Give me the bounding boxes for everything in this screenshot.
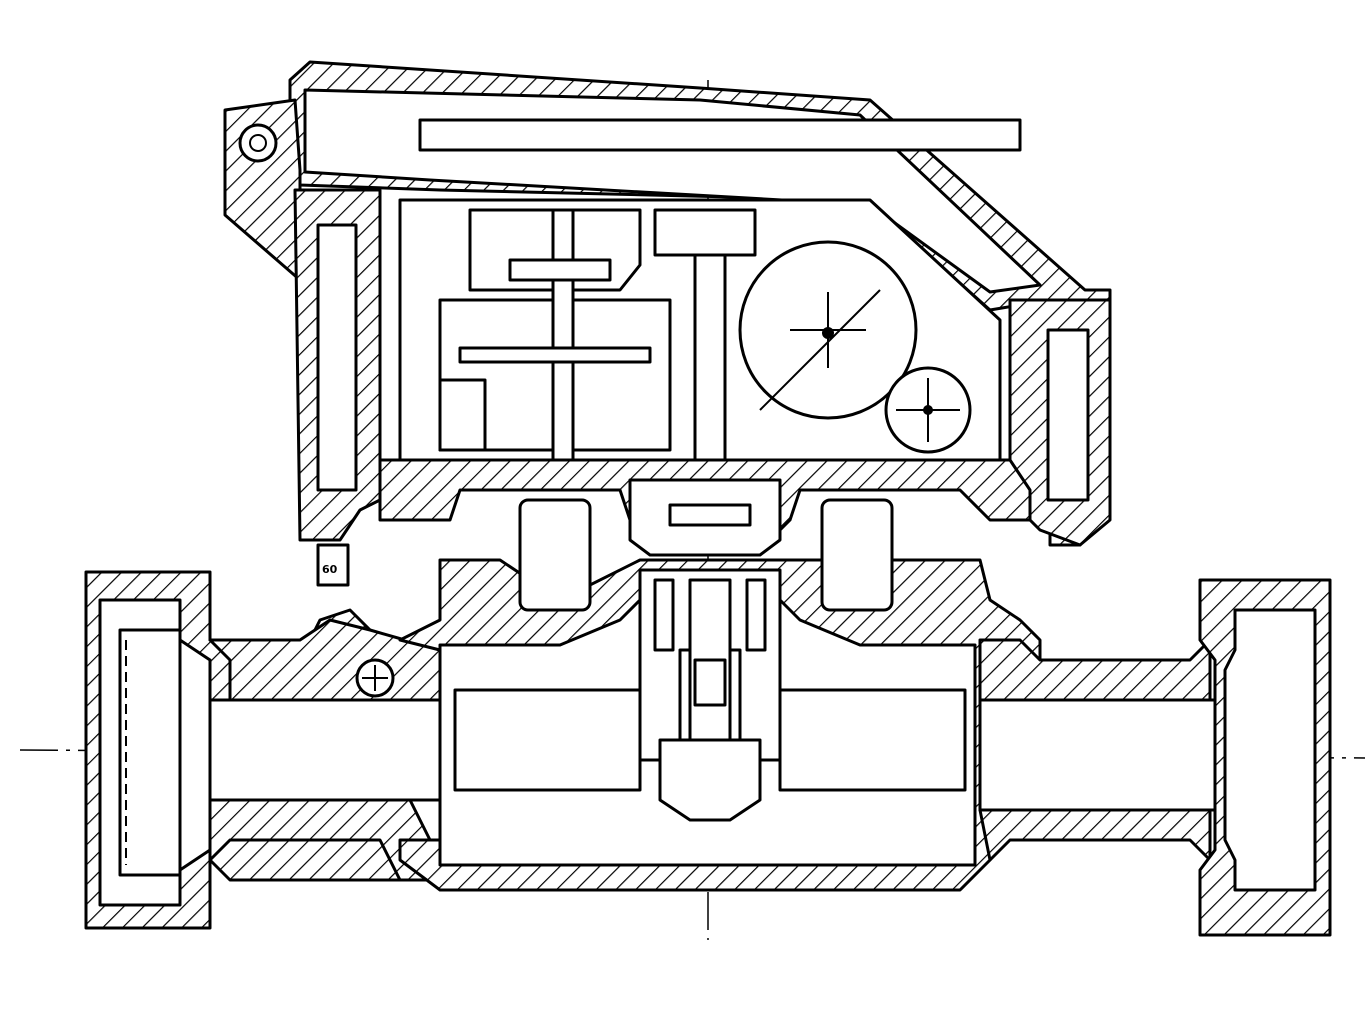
terminal-plate xyxy=(316,543,350,587)
lug-bolt-hole xyxy=(238,123,278,163)
impeller-eye xyxy=(658,738,762,822)
right-pipe-wall-bottom xyxy=(978,808,1212,862)
left-pipe-wall-top xyxy=(208,618,442,707)
impeller-blade-right xyxy=(745,578,767,652)
motor-head: 60 xyxy=(223,60,1112,612)
left-pipe-wall-bottom xyxy=(208,798,442,882)
rotor-magnet-right xyxy=(820,498,894,612)
head-top-plate xyxy=(418,118,1022,152)
shaft-coupling xyxy=(693,658,727,707)
capacitor-center xyxy=(822,327,834,339)
impeller-blade-left xyxy=(653,578,675,652)
right-flange-bore xyxy=(1223,608,1317,892)
impeller-hub xyxy=(638,568,782,762)
bleed-screw xyxy=(355,658,395,698)
terminal-plate-label: 60 xyxy=(322,563,338,576)
impeller-chamber-right xyxy=(778,688,967,792)
upper-gear xyxy=(508,258,612,282)
shaft-bearing-top xyxy=(653,208,757,257)
rotor-magnet-left xyxy=(518,498,592,612)
right-pipe-wall-top xyxy=(978,638,1212,702)
left-strainer xyxy=(118,628,182,877)
gear-block-left xyxy=(438,378,487,452)
capacitor-section-line xyxy=(759,289,881,411)
left-pipe-passage xyxy=(208,698,442,802)
left-terminal-block xyxy=(316,223,358,492)
right-terminal-block xyxy=(1046,328,1090,502)
impeller-assembly xyxy=(638,568,782,822)
right-pipe-passage xyxy=(978,698,1217,812)
impeller-chamber-left xyxy=(453,688,642,792)
lug-bolt xyxy=(249,134,267,152)
small-capacitor-center xyxy=(923,405,933,415)
seal-ring xyxy=(668,503,752,527)
horizontal-gear xyxy=(458,346,652,364)
